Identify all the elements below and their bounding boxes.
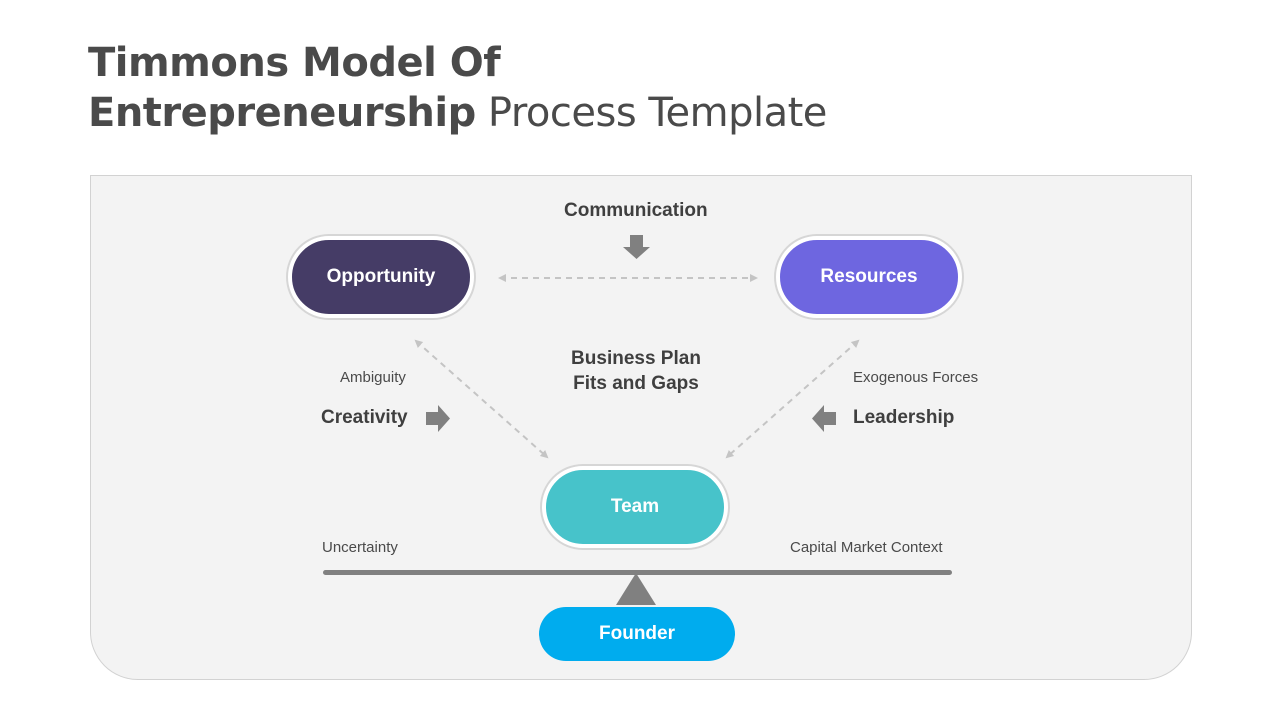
- title-line-1: Timmons Model Of: [88, 40, 501, 86]
- label-exogenous-forces: Exogenous Forces: [853, 369, 979, 386]
- label-leadership: Leadership: [853, 407, 955, 428]
- label-uncertainty: Uncertainty: [322, 539, 398, 556]
- title-line-2-bold: Entrepreneurship: [88, 90, 476, 136]
- label-ambiguity: Ambiguity: [340, 369, 406, 386]
- title-line-2-rest: Process Template: [475, 90, 827, 136]
- diagram-panel: [90, 175, 1192, 680]
- node-team: Team: [542, 466, 728, 548]
- label-creativity: Creativity: [321, 407, 408, 428]
- node-opportunity-label: Opportunity: [326, 266, 436, 287]
- node-opportunity: Opportunity: [288, 236, 474, 318]
- node-founder: Founder: [539, 607, 735, 661]
- node-resources-label: Resources: [820, 266, 918, 287]
- page-title: Timmons Model Of Entrepreneurship Proces…: [88, 38, 827, 138]
- label-communication: Communication: [564, 200, 708, 221]
- node-founder-label: Founder: [599, 623, 675, 644]
- label-business-plan-line-1: Business Plan: [571, 348, 701, 369]
- node-resources: Resources: [776, 236, 962, 318]
- node-team-label: Team: [610, 496, 660, 517]
- label-capital-market-context: Capital Market Context: [790, 539, 943, 556]
- label-business-plan-line-2: Fits and Gaps: [573, 373, 699, 394]
- label-business-plan: Business Plan Fits and Gaps: [536, 346, 736, 396]
